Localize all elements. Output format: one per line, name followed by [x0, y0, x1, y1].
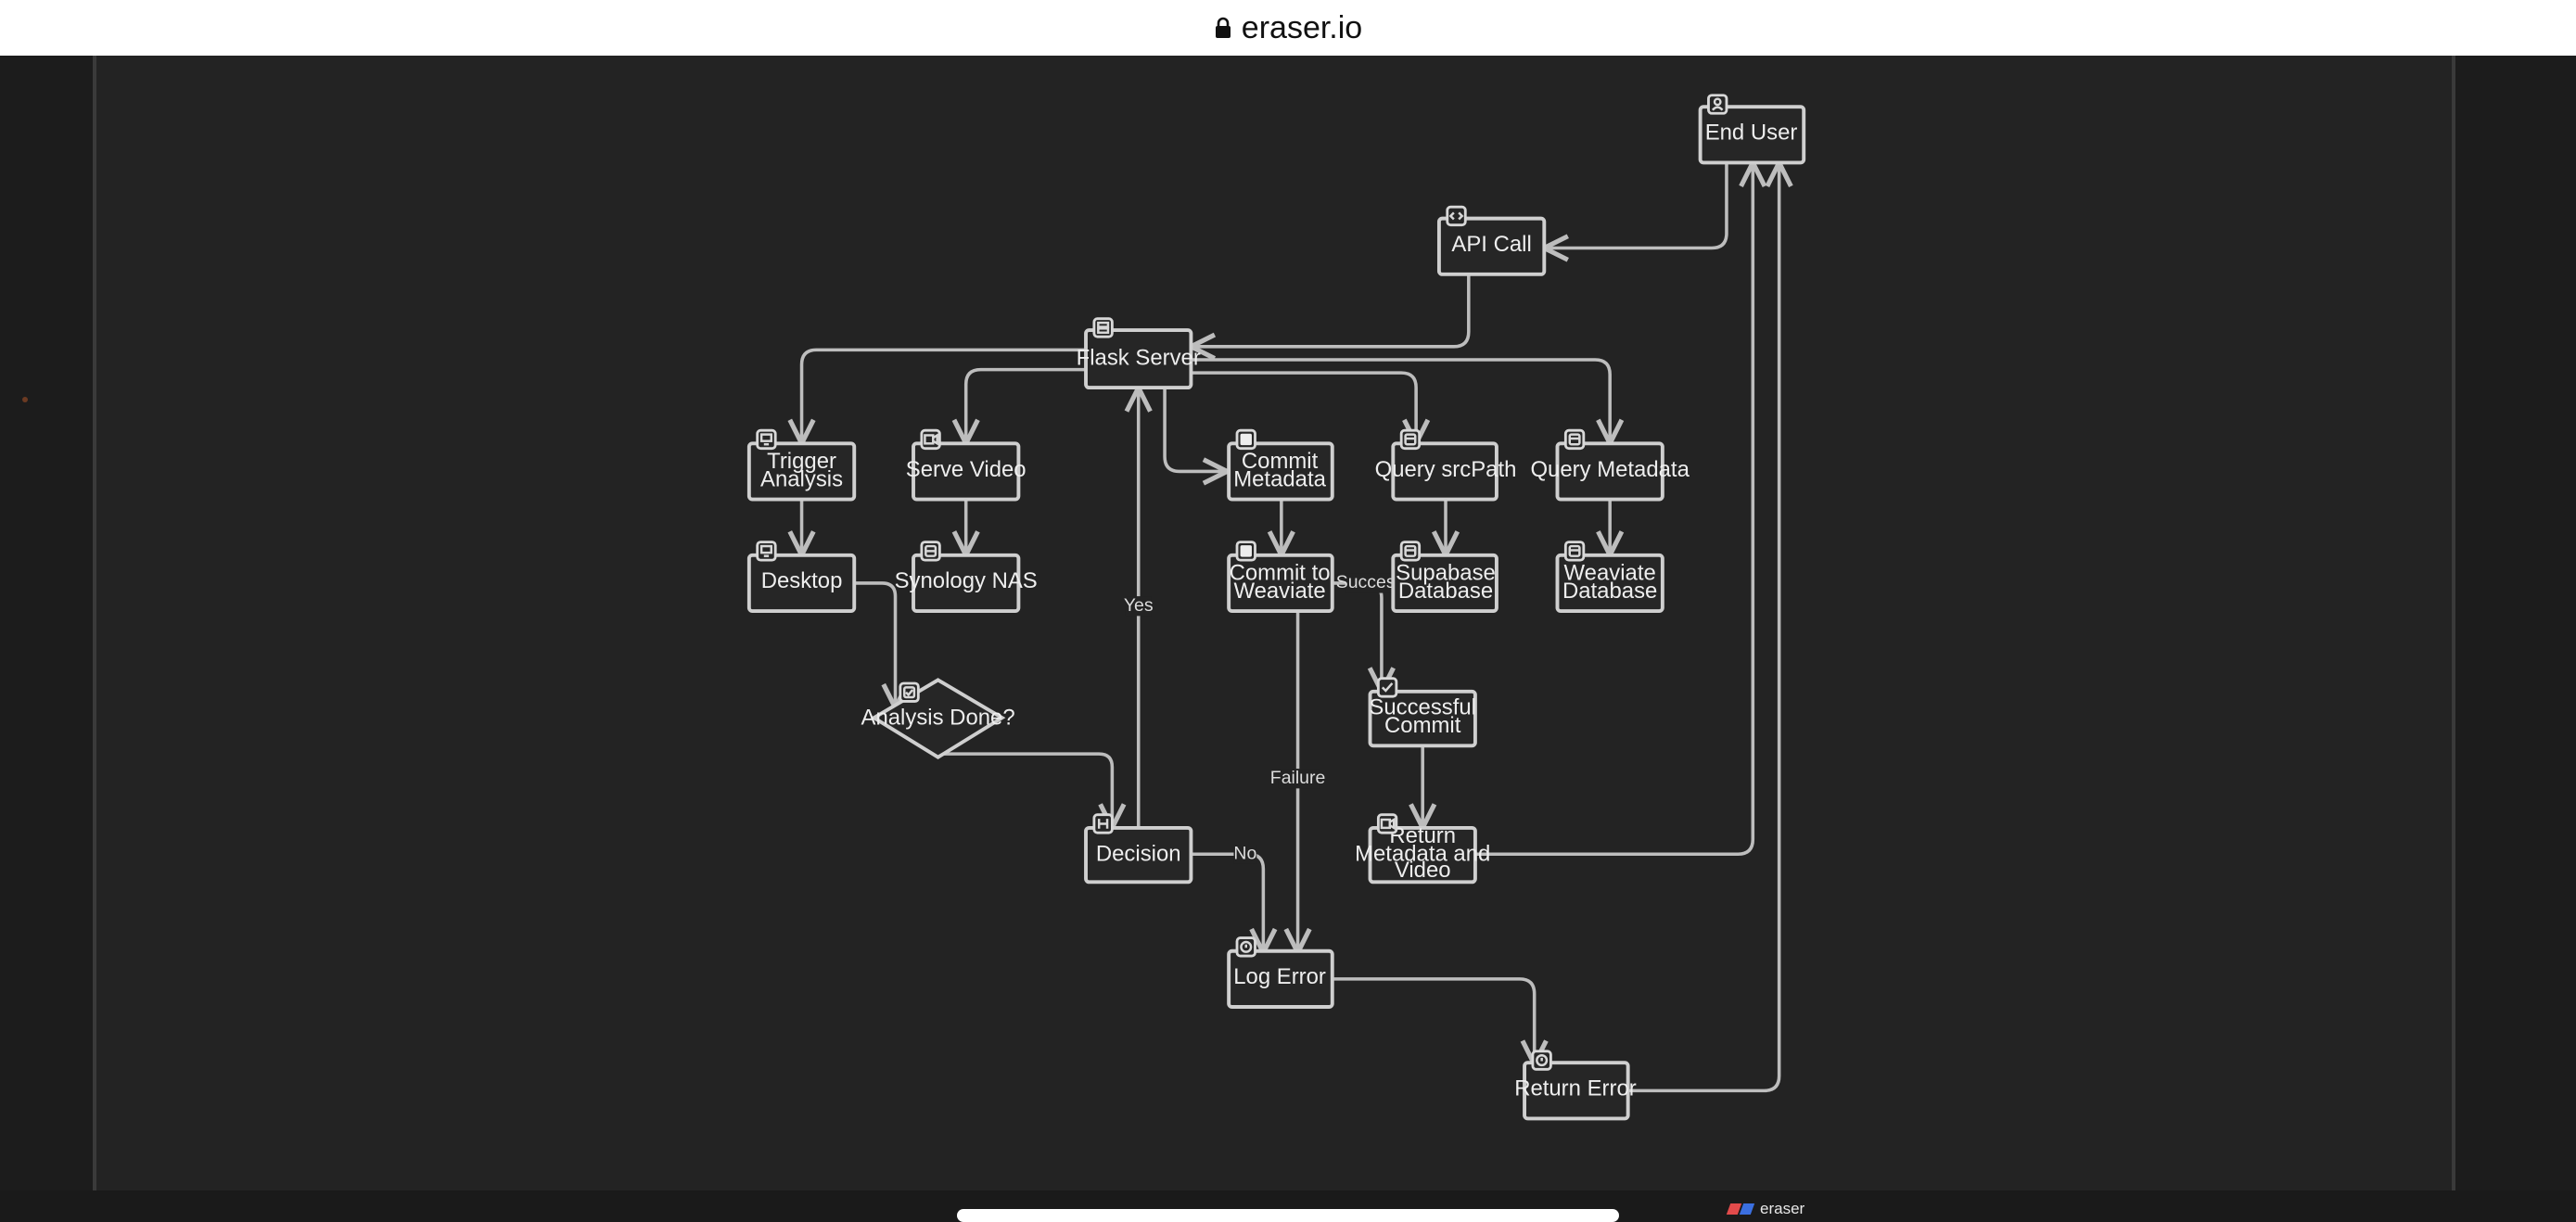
node-label-line1: Commit to — [1230, 560, 1331, 585]
edge-label-failure: Failure — [1270, 768, 1326, 788]
edge-returnerror-enduser — [1627, 162, 1779, 1093]
node-label: API Call — [1451, 232, 1531, 257]
check-icon — [899, 681, 920, 703]
alert-icon — [1235, 936, 1256, 958]
node-label-line2: Metadata and — [1355, 841, 1490, 866]
database-icon — [1563, 428, 1586, 451]
node-commit-to-weaviate[interactable]: Commit to Weaviate — [1227, 553, 1334, 613]
edge-apicall-flask — [1191, 274, 1471, 347]
edge-label-success: Success — [1336, 572, 1405, 592]
eraser-logo-icon — [1726, 1203, 1755, 1215]
node-return-error[interactable]: Return Error — [1514, 1061, 1637, 1121]
node-label-line1: Return — [1389, 823, 1456, 848]
node-label-line2: Metadata — [1233, 466, 1326, 491]
node-return-metadata-video[interactable]: Return Metadata and Video — [1355, 823, 1490, 885]
edge-desktop-analysis — [854, 581, 895, 708]
edge-labels: Yes No Success Failure — [1124, 572, 1405, 864]
url-text: eraser.io — [1241, 9, 1363, 45]
sidebar-marker — [22, 397, 28, 402]
eraser-logo: eraser — [1726, 1200, 1805, 1218]
eraser-logo-text: eraser — [1760, 1200, 1805, 1217]
node-commit-metadata[interactable]: Commit Metadata — [1227, 441, 1334, 502]
code-icon — [1446, 205, 1467, 227]
node-label: Serve Video — [906, 457, 1027, 482]
node-label-line2: Weaviate — [1233, 579, 1325, 604]
lock-icon — [1214, 17, 1232, 39]
edge-flask-trigger — [802, 348, 1087, 443]
edge-log-returnerror — [1333, 977, 1535, 1064]
node-label: Desktop — [761, 568, 843, 593]
node-serve-video[interactable]: Serve Video — [906, 441, 1027, 502]
node-label: Decision — [1096, 841, 1181, 866]
node-flask-server[interactable]: Flask Server — [1077, 328, 1201, 390]
branch-icon — [1092, 813, 1114, 834]
edge-return-enduser — [1474, 162, 1753, 857]
node-api-call[interactable]: API Call — [1436, 216, 1547, 276]
edge-flask-querymeta — [1191, 358, 1610, 443]
flowchart[interactable]: Yes No Success Failure End User API C — [0, 56, 2576, 1190]
node-label-line1: Supabase — [1396, 560, 1496, 585]
square-icon — [1235, 428, 1256, 451]
node-label: Analysis Done? — [861, 705, 1015, 730]
square-icon — [1235, 541, 1256, 562]
database-icon — [1399, 428, 1422, 451]
user-icon — [1707, 94, 1728, 115]
node-label-line1: Successful — [1369, 695, 1476, 720]
edge-flask-commitmeta — [1163, 388, 1227, 471]
node-analysis-done[interactable]: Analysis Done? — [861, 678, 1015, 759]
edge-weaviate-success — [1333, 581, 1382, 692]
node-supabase-database[interactable]: Supabase Database — [1391, 553, 1498, 613]
node-label: End User — [1705, 121, 1798, 146]
database-icon — [1399, 541, 1422, 562]
node-log-error[interactable]: Log Error — [1227, 948, 1334, 1009]
node-label: Flask Server — [1077, 345, 1201, 370]
edge-label-yes: Yes — [1124, 595, 1154, 616]
node-decision[interactable]: Decision — [1084, 825, 1193, 885]
node-synology-nas[interactable]: Synology NAS — [895, 553, 1038, 613]
video-icon — [1376, 813, 1398, 834]
node-label: Log Error — [1233, 964, 1326, 989]
database-icon — [1563, 541, 1586, 562]
node-label: Return Error — [1514, 1076, 1637, 1101]
node-trigger-analysis[interactable]: Trigger Analysis — [746, 441, 857, 502]
monitor-icon — [756, 541, 777, 562]
node-label-line2: Analysis — [760, 466, 843, 491]
edges — [802, 162, 1779, 1093]
edge-analysis-decision — [937, 752, 1113, 828]
node-desktop[interactable]: Desktop — [746, 553, 857, 613]
node-label-line1: Trigger — [767, 449, 836, 474]
app-viewport: Yes No Success Failure End User API C — [0, 56, 2576, 1222]
edge-flask-srcpath — [1191, 371, 1416, 443]
node-label-line1: Commit — [1242, 449, 1319, 474]
home-indicator[interactable] — [957, 1209, 1619, 1222]
node-label-line3: Video — [1395, 858, 1451, 883]
check-icon — [1376, 677, 1398, 698]
server-icon — [1092, 317, 1114, 338]
alert-icon — [1531, 1050, 1552, 1071]
node-label: Synology NAS — [895, 568, 1038, 593]
edge-enduser-apicall — [1544, 162, 1728, 248]
node-label: Query srcPath — [1375, 457, 1517, 482]
node-label-line2: Database — [1562, 579, 1657, 604]
node-query-metadata[interactable]: Query Metadata — [1530, 441, 1690, 502]
node-label-line2: Commit — [1384, 713, 1461, 738]
node-weaviate-database[interactable]: Weaviate Database — [1555, 553, 1664, 613]
node-successful-commit[interactable]: Successful Commit — [1368, 689, 1477, 748]
edge-label-no: No — [1233, 844, 1256, 864]
video-icon — [920, 428, 941, 451]
node-label: Query Metadata — [1530, 457, 1690, 482]
edge-flask-serve — [966, 367, 1087, 444]
monitor-icon — [756, 428, 777, 451]
node-end-user[interactable]: End User — [1698, 105, 1806, 165]
node-label-line1: Weaviate — [1564, 560, 1656, 585]
node-label-line2: Database — [1398, 579, 1493, 604]
node-query-srcpath[interactable]: Query srcPath — [1375, 441, 1517, 502]
storage-icon — [920, 541, 941, 562]
address-bar[interactable]: eraser.io — [0, 0, 2576, 56]
